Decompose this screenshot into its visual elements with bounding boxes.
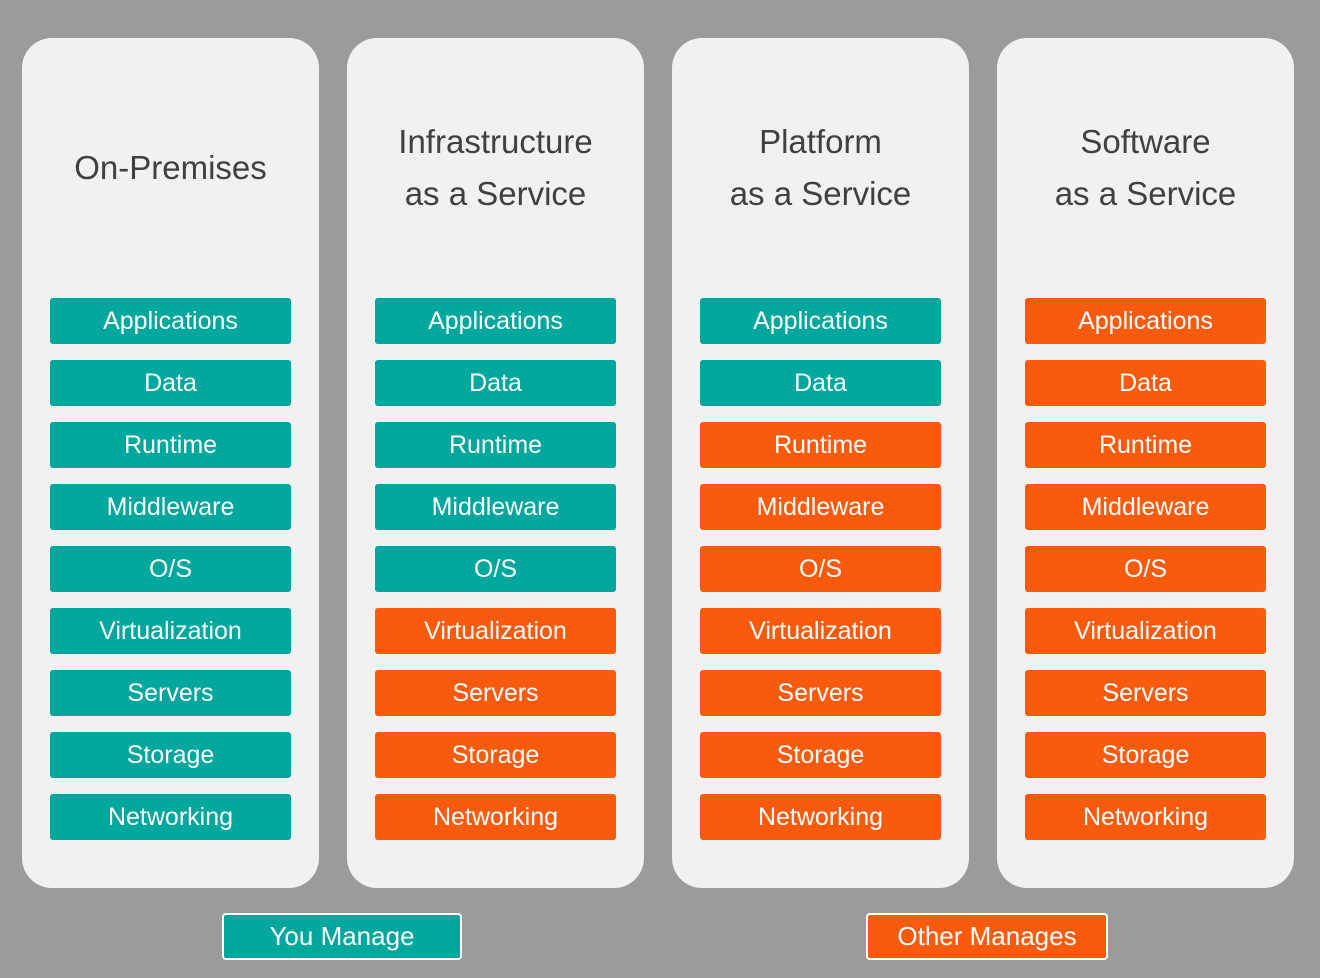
- layer-data: Data: [700, 360, 941, 406]
- layer-virtualization: Virtualization: [1025, 608, 1266, 654]
- column-title-line: Platform: [759, 122, 882, 160]
- layer-o-s: O/S: [1025, 546, 1266, 592]
- layer-applications: Applications: [700, 298, 941, 344]
- layer-middleware: Middleware: [375, 484, 616, 530]
- layer-middleware: Middleware: [50, 484, 291, 530]
- layer-servers: Servers: [50, 670, 291, 716]
- layer-data: Data: [1025, 360, 1266, 406]
- layer-middleware: Middleware: [1025, 484, 1266, 530]
- column-title-line: On-Premises: [74, 148, 267, 186]
- column-title-line: as a Service: [729, 175, 912, 212]
- layer-applications: Applications: [375, 298, 616, 344]
- layer-data: Data: [50, 360, 291, 406]
- column-title: Platform as a Service: [700, 38, 941, 298]
- layer-runtime: Runtime: [1025, 422, 1266, 468]
- layer-networking: Networking: [50, 794, 291, 840]
- layer-storage: Storage: [700, 732, 941, 778]
- layer-data: Data: [375, 360, 616, 406]
- legend-other-manages: Other Manages: [866, 913, 1108, 960]
- layer-storage: Storage: [1025, 732, 1266, 778]
- column-title: Infrastructure as a Service: [375, 38, 616, 298]
- layer-o-s: O/S: [375, 546, 616, 592]
- layer-servers: Servers: [375, 670, 616, 716]
- layer-networking: Networking: [1025, 794, 1266, 840]
- layer-storage: Storage: [375, 732, 616, 778]
- layer-networking: Networking: [375, 794, 616, 840]
- layer-runtime: Runtime: [375, 422, 616, 468]
- layer-o-s: O/S: [700, 546, 941, 592]
- layer-applications: Applications: [1025, 298, 1266, 344]
- legend-you-manage: You Manage: [222, 913, 462, 960]
- layer-virtualization: Virtualization: [50, 608, 291, 654]
- column-title-line: Infrastructure: [398, 122, 593, 160]
- column-title-line: Software: [1080, 122, 1211, 160]
- layer-applications: Applications: [50, 298, 291, 344]
- layer-servers: Servers: [1025, 670, 1266, 716]
- layer-virtualization: Virtualization: [375, 608, 616, 654]
- column-title: Software as a Service: [1025, 38, 1266, 298]
- layer-networking: Networking: [700, 794, 941, 840]
- column-title: On-Premises: [50, 38, 291, 298]
- layer-storage: Storage: [50, 732, 291, 778]
- column-title-line: as a Service: [1054, 175, 1237, 212]
- column-title-line: as a Service: [404, 175, 587, 212]
- layer-servers: Servers: [700, 670, 941, 716]
- layer-virtualization: Virtualization: [700, 608, 941, 654]
- layer-runtime: Runtime: [700, 422, 941, 468]
- layer-o-s: O/S: [50, 546, 291, 592]
- layer-runtime: Runtime: [50, 422, 291, 468]
- layer-middleware: Middleware: [700, 484, 941, 530]
